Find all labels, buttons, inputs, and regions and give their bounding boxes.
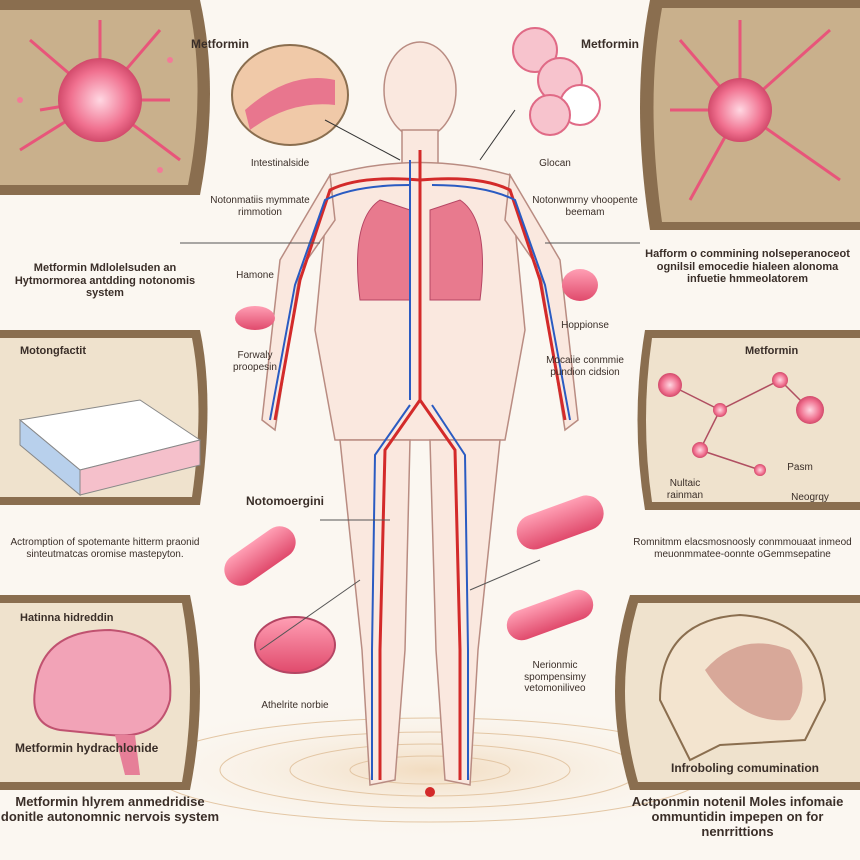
- neuron-panel-top-left: [0, 0, 210, 195]
- label-brain-title: Hatinna hidreddin: [20, 612, 114, 624]
- label-forms: Forwaly proopesin: [233, 350, 277, 373]
- medication-box-panel: [0, 330, 208, 505]
- brain-shape: [33, 628, 172, 737]
- label-left-box-title: Motongfactit: [20, 345, 86, 357]
- right-lung: [429, 199, 483, 301]
- veins: [269, 160, 571, 780]
- label-receptor-a: Nultaic rainman: [666, 478, 704, 501]
- label-receptor-c: Neogrqy: [791, 492, 829, 503]
- left-lung: [357, 199, 411, 301]
- pills-middle: [224, 269, 604, 674]
- label-metric-control: Mocaiie conmmie pundion cidsion: [546, 355, 624, 378]
- human-body: [261, 41, 579, 797]
- label-center-bottom: Nerionmic spompensimy vetomoniliveo: [524, 660, 586, 694]
- label-bottom-left-desc: Actromption of spotemante hitterm praoni…: [10, 537, 200, 560]
- label-skull-caption: Infroboling comumination: [671, 761, 819, 775]
- label-glucose: Glocan: [539, 158, 571, 169]
- neuron-cell-right: [708, 78, 772, 142]
- label-footer-right: Actponmin notenil Moles infomaie ommunti…: [631, 794, 844, 839]
- skull-panel: [615, 595, 860, 790]
- brain-panel: [0, 595, 200, 790]
- floor-dot: [425, 787, 435, 797]
- label-brain-caption: Metformin hydrachlonide: [15, 741, 159, 755]
- label-hormone: Hamone: [236, 270, 274, 281]
- label-hepatic: Hoppionse: [561, 320, 609, 331]
- label-left-heading: Metformin Mdlolelsuden an Hytmormorea an…: [14, 262, 196, 300]
- intestine-inset: [231, 44, 401, 161]
- connector-lines: [180, 242, 640, 651]
- label-intestine: Intestinalside: [250, 158, 310, 169]
- floor-shadow: [100, 700, 760, 840]
- pill-cluster-top: [479, 27, 601, 161]
- label-receptor-b: Pasm: [787, 462, 813, 473]
- label-footer-left: Metformin hlyrem anmedridise donitle aut…: [0, 794, 220, 824]
- label-nerve-block: Notonmatiis mymmate rimmotion: [210, 195, 310, 218]
- label-top-left-metformin: Metformin: [191, 37, 249, 51]
- neuron-panel-top-right: [640, 0, 860, 230]
- label-bottom-right-desc: Romnitmm elacsmosnoosly conmmouaat inmeo…: [633, 537, 852, 560]
- label-center-small: Athelrite norbie: [261, 700, 329, 711]
- label-right-heading: Hafform o commining nolseperanoceot ogni…: [645, 248, 850, 286]
- neuron-cell: [58, 58, 142, 142]
- label-neuro: Notomoergini: [246, 494, 324, 508]
- arteries: [273, 150, 567, 780]
- receptor-panel: [637, 330, 860, 510]
- label-bloodstream: Notonwmrny vhoopente beemam: [532, 195, 638, 218]
- label-top-right-metformin: Metformin: [581, 37, 639, 51]
- label-right-box-title: Metformin: [745, 345, 799, 357]
